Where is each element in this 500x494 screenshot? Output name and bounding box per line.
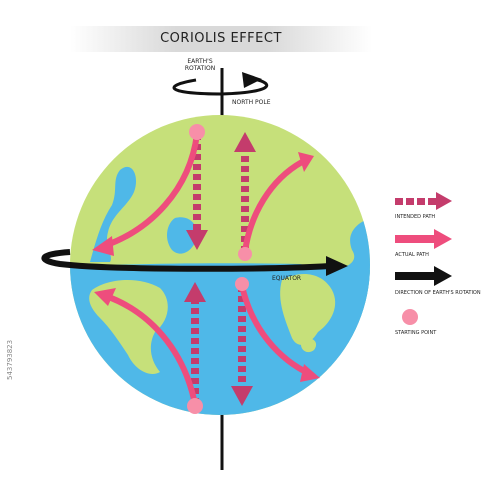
north-pole-label: NORTH POLE <box>232 99 271 106</box>
title-bar <box>70 26 372 52</box>
start-point-sw <box>187 398 203 414</box>
legend-actual-label: ACTUAL PATH <box>395 252 429 258</box>
start-point-ne <box>238 247 252 261</box>
diagram-title: CORIOLIS EFFECT <box>160 31 282 46</box>
rotation-label: EARTH'S ROTATION <box>184 58 216 72</box>
legend-start-label: STARTING POINT <box>395 330 437 336</box>
actual-paths <box>101 131 313 407</box>
start-point-se <box>235 277 249 291</box>
watermark-id: 543793823 <box>6 339 14 380</box>
actual-path-nw <box>101 131 200 249</box>
equator-rotation-arrow <box>41 249 348 276</box>
legend <box>395 192 452 325</box>
actual-path-se <box>239 283 313 377</box>
start-point-nw <box>189 124 205 140</box>
ocean-north-inlet <box>90 166 137 262</box>
starting-points <box>187 124 252 414</box>
ocean-north-center <box>166 217 197 254</box>
intended-arrowheads <box>184 132 256 406</box>
equator-label: EQUATOR <box>272 275 302 282</box>
land-africa <box>280 274 336 345</box>
legend-intended-symbol <box>395 192 452 210</box>
legend-actual-symbol <box>395 229 452 249</box>
actual-path-ne <box>242 159 305 255</box>
actual-arrowheads <box>92 152 320 382</box>
rotation-indicator <box>172 72 269 96</box>
intended-paths <box>191 134 249 404</box>
legend-start-symbol <box>402 309 418 325</box>
land-islands <box>300 338 317 353</box>
legend-direction-label: DIRECTION OF EARTH'S ROTATION <box>395 290 481 296</box>
actual-path-sw <box>103 293 198 407</box>
legend-intended-label: INTENDED PATH <box>395 214 436 220</box>
legend-direction-symbol <box>395 266 452 286</box>
